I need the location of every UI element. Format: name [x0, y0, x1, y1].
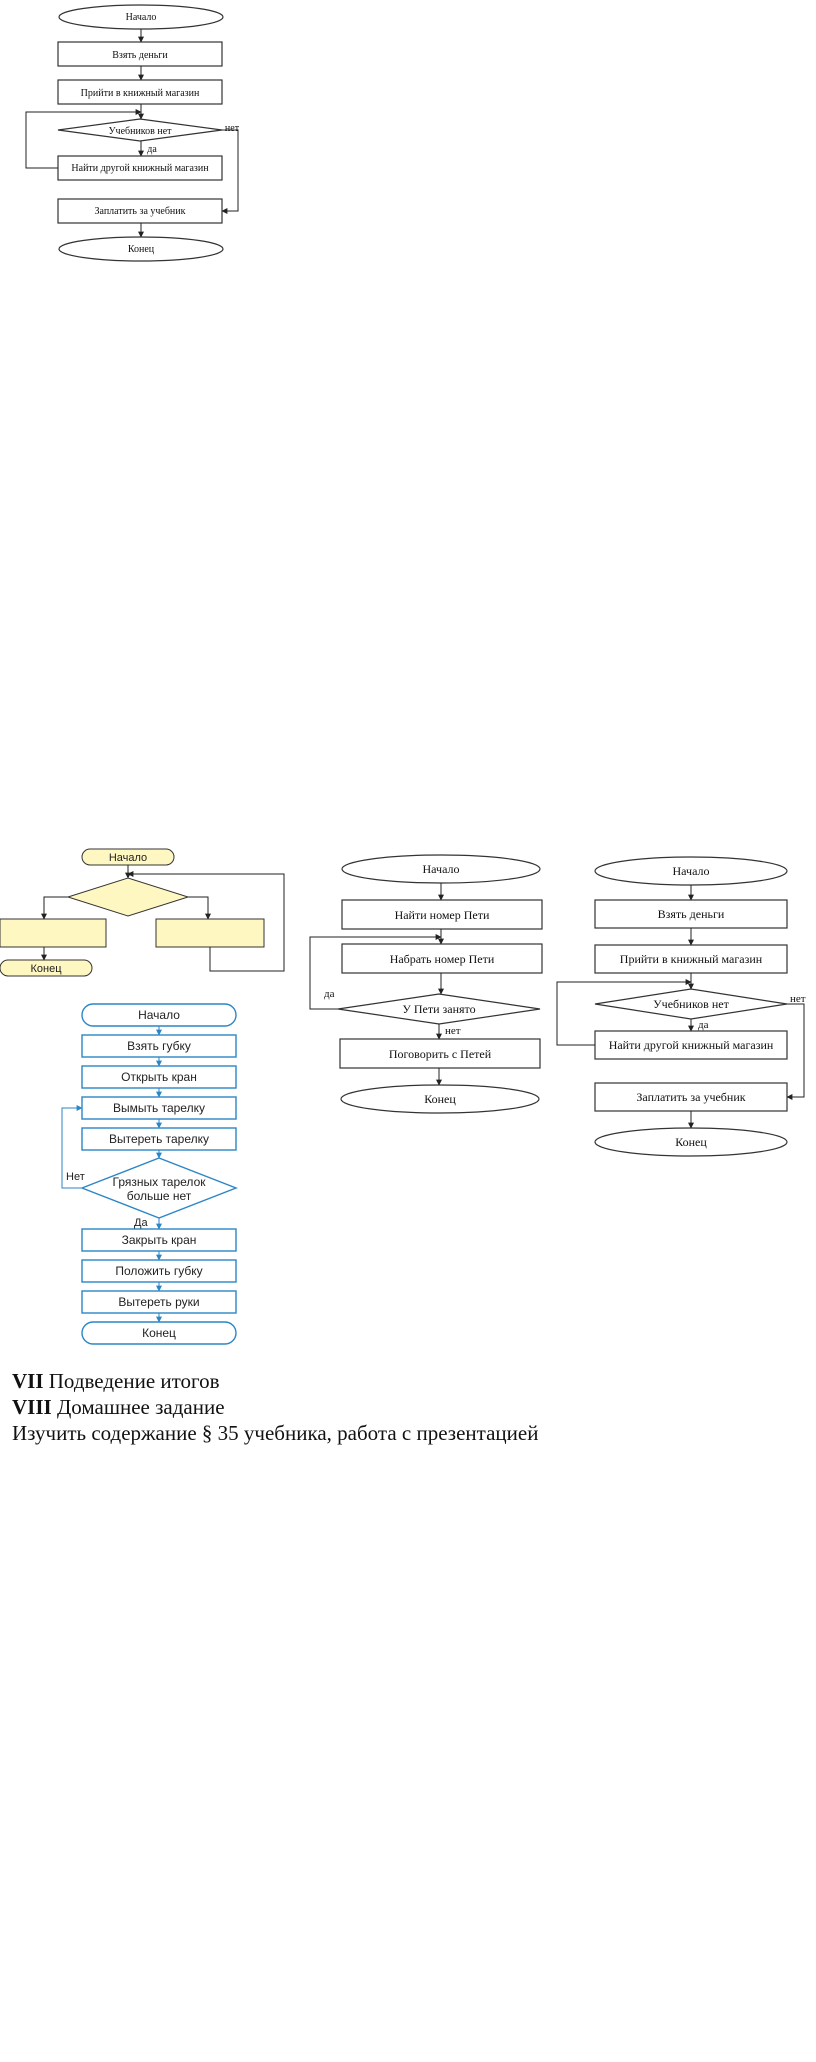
step-label: Вымыть тарелку [113, 1101, 205, 1115]
decision-diamond [337, 993, 541, 1025]
section-homework: VIII Домашнее задание [12, 1394, 802, 1420]
process-box [594, 1030, 788, 1060]
section-number: VIII [12, 1395, 52, 1419]
decision-label: У Пети занято [402, 1002, 475, 1016]
flowchart-bookstore-right: Начало Взять деньги Прийти в книжный маг… [556, 856, 806, 1157]
start-label: Начало [126, 12, 157, 23]
step-label: Вытереть руки [118, 1295, 199, 1309]
start-label: Начало [109, 852, 147, 864]
end-label: Конец [142, 1326, 176, 1340]
flowchart-template: Начало Конец [0, 848, 285, 977]
flowchart-petya: Начало Найти номер Пети Набрать номер Пе… [309, 854, 543, 1114]
homework-text: Изучить содержание § 35 учебника, работа… [12, 1421, 539, 1445]
process-box [155, 918, 265, 948]
no-label: нет [790, 993, 806, 1005]
start-label: Начало [423, 862, 460, 876]
yes-label: да [147, 144, 157, 155]
flowchart-bookstore-top: Начало Взять деньги Прийти в книжный маг… [25, 4, 240, 262]
start-label: Начало [138, 1008, 180, 1022]
step-label: Заплатить за учебник [636, 1090, 745, 1104]
step-label: Найти другой книжный магазин [609, 1038, 774, 1052]
decision-label: Учебников нет [653, 997, 729, 1011]
end-label: Конец [675, 1135, 707, 1149]
no-label: нет [225, 123, 240, 134]
step-label: Открыть кран [121, 1070, 197, 1084]
lesson-text: VII Подведение итогов VIII Домашнее зада… [12, 1368, 802, 1446]
step-label: Найти номер Пети [395, 908, 490, 922]
process-box [594, 944, 788, 974]
decision-label: Учебников нет [108, 126, 172, 137]
end-label: Конец [128, 244, 155, 255]
end-label: Конец [424, 1092, 456, 1106]
section-number: VII [12, 1369, 44, 1393]
step-label: Прийти в книжный магазин [620, 952, 763, 966]
no-label: нет [445, 1025, 461, 1037]
section-title: Домашнее задание [56, 1395, 225, 1419]
decision-label-line2: больше нет [127, 1189, 192, 1203]
step-label: Положить губку [115, 1264, 202, 1278]
section-summary: VII Подведение итогов [12, 1368, 802, 1394]
step-label: Прийти в книжный магазин [81, 88, 200, 99]
step-label: Найти другой книжный магазин [71, 163, 209, 174]
yes-label: да [698, 1019, 709, 1031]
process-box [0, 918, 107, 948]
end-label: Конец [30, 963, 62, 975]
process-box [594, 1082, 788, 1112]
decision-diamond [80, 1157, 238, 1219]
process-box [57, 198, 223, 224]
yes-label: Да [134, 1217, 148, 1229]
decision-label-line1: Грязных тарелок [113, 1175, 207, 1189]
process-box [341, 943, 543, 974]
step-label: Взять деньги [112, 50, 168, 61]
start-label: Начало [673, 864, 710, 878]
step-label: Вытереть тарелку [109, 1132, 209, 1146]
step-label: Взять губку [127, 1039, 191, 1053]
section-title: Подведение итогов [48, 1369, 220, 1393]
decision-diamond [66, 877, 190, 917]
process-box [57, 41, 223, 67]
step-label: Поговорить с Петей [389, 1047, 492, 1061]
no-label: Нет [66, 1171, 85, 1183]
step-label: Набрать номер Пети [390, 952, 495, 966]
step-label: Закрыть кран [122, 1233, 197, 1247]
step-label: Взять деньги [658, 907, 725, 921]
flowchart-dishes: Начало Взять губку Открыть кран Вымыть т… [61, 1003, 238, 1345]
yes-label: да [324, 988, 335, 1000]
step-label: Заплатить за учебник [95, 206, 186, 217]
